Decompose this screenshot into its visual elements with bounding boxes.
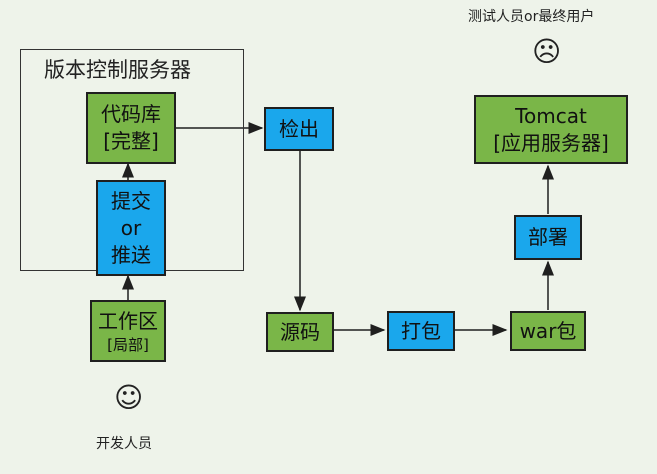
tester-frown-icon: ☹ (532, 35, 562, 68)
package-box: 打包 (387, 311, 455, 351)
package-label: 打包 (401, 318, 441, 343)
code-repository-label: 代码库 (101, 102, 161, 126)
workspace-label: 工作区 (98, 308, 158, 333)
workspace-box: 工作区 [局部] (90, 300, 166, 362)
commit-push-box: 提交 or 推送 (96, 180, 166, 276)
checkout-box: 检出 (264, 107, 334, 151)
or-label: or (120, 215, 142, 240)
tester-label: 测试人员or最终用户 (468, 9, 595, 25)
war-package-box: war包 (510, 311, 586, 351)
deploy-label: 部署 (528, 225, 568, 249)
tomcat-sublabel: [应用服务器] (493, 130, 609, 155)
deploy-box: 部署 (514, 215, 582, 260)
commit-label: 提交 (111, 188, 151, 213)
source-code-label: 源码 (280, 319, 320, 344)
version-control-server-title: 版本控制服务器 (44, 58, 191, 82)
tomcat-box: Tomcat [应用服务器] (474, 95, 628, 164)
checkout-label: 检出 (279, 116, 319, 141)
source-code-box: 源码 (266, 312, 334, 352)
code-repository-box: 代码库 [完整] (86, 92, 176, 164)
developer-smiley-icon: ☺ (114, 381, 144, 414)
workspace-sublabel: [局部] (107, 335, 149, 354)
tomcat-label: Tomcat (515, 103, 587, 128)
developer-label: 开发人员 (96, 436, 152, 452)
war-package-label: war包 (519, 318, 577, 343)
push-label: 推送 (111, 242, 151, 267)
code-repository-sublabel: [完整] (103, 129, 159, 153)
